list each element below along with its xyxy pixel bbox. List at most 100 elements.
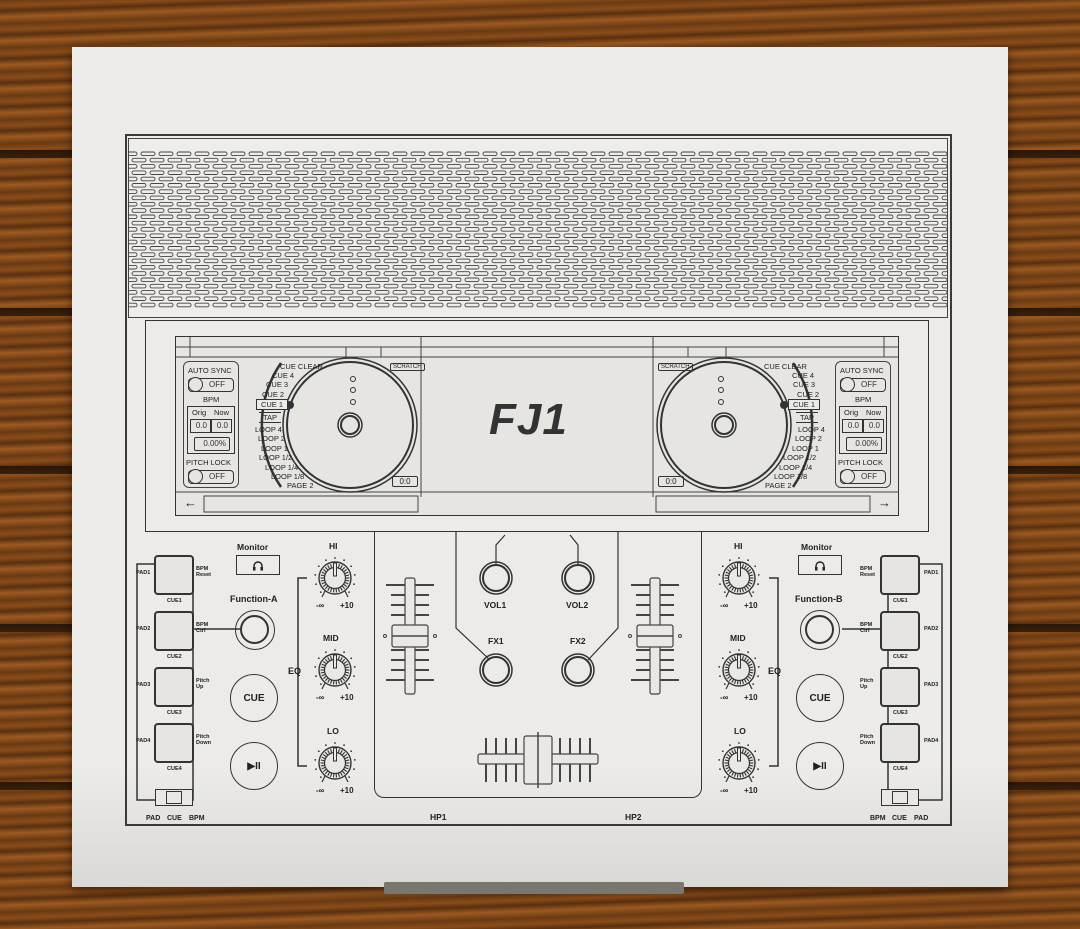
menu-cue-4[interactable]: CUE 4 bbox=[272, 371, 295, 380]
menu-cue-3[interactable]: CUE 3 bbox=[266, 380, 289, 389]
deck-a-function-knob[interactable] bbox=[235, 610, 275, 650]
pad-2[interactable] bbox=[880, 611, 920, 651]
menu-loop-1-8[interactable]: LOOP 1/8 bbox=[271, 472, 305, 481]
menu-loop-1-8[interactable]: LOOP 1/8 bbox=[774, 472, 808, 481]
pitch-lock-label: PITCH LOCK bbox=[186, 458, 232, 467]
deck-a-info-panel: AUTO SYNC OFF BPM Orig Now 0.0 0.0 0.00%… bbox=[183, 361, 239, 488]
toggle-state: OFF bbox=[209, 380, 225, 389]
knob-max-label: +10 bbox=[744, 693, 758, 702]
menu-cue-4[interactable]: CUE 4 bbox=[792, 371, 815, 380]
menu-loop-1[interactable]: LOOP 1 bbox=[261, 444, 288, 453]
back-arrow-icon[interactable]: ← bbox=[184, 495, 197, 510]
deck-b-mode-switch[interactable] bbox=[881, 789, 919, 806]
orig-label: Orig bbox=[844, 408, 859, 417]
pad-4[interactable] bbox=[880, 723, 920, 763]
deck-a-mid-knob[interactable] bbox=[313, 648, 357, 697]
bpm-label: BPM bbox=[203, 395, 220, 404]
deck-a-lo-knob[interactable] bbox=[313, 741, 357, 790]
pad-left-label: Pitch Down bbox=[860, 734, 875, 746]
menu-cue-2[interactable]: CUE 2 bbox=[262, 390, 285, 399]
deck-b-hi-knob[interactable] bbox=[717, 556, 761, 605]
menu-loop-2[interactable]: LOOP 2 bbox=[258, 434, 285, 443]
menu-tap[interactable]: TAP bbox=[259, 412, 282, 423]
menu-page-2[interactable]: PAGE 2 bbox=[287, 481, 314, 490]
bpm-label: BPM bbox=[855, 395, 872, 404]
menu-loop-1-2[interactable]: LOOP 1/2 bbox=[259, 453, 293, 462]
deck-a-play-pause-button[interactable]: ▶II bbox=[230, 742, 278, 790]
channel-fader-a[interactable] bbox=[380, 575, 440, 700]
knob-min-label: -∞ bbox=[720, 786, 729, 795]
deck-a-scratch-button[interactable]: SCRATCH bbox=[390, 363, 425, 371]
deck-a-mode-switch[interactable] bbox=[155, 789, 193, 806]
pad-below-label: CUE1 bbox=[893, 598, 908, 604]
knob-max-label: +10 bbox=[340, 693, 354, 702]
deck-b-scratch-button[interactable]: SCRATCH bbox=[658, 363, 693, 371]
pad-3[interactable] bbox=[154, 667, 194, 707]
knob-min-label: -∞ bbox=[720, 601, 729, 610]
pad-right-label: PAD4 bbox=[924, 738, 939, 744]
deck-a-cue-button[interactable]: CUE bbox=[230, 674, 278, 722]
pad-right-label: Pitch Up bbox=[196, 678, 210, 690]
menu-page-2[interactable]: PAGE 2 bbox=[765, 481, 792, 490]
menu-cue-1-selected[interactable]: CUE 1 bbox=[788, 399, 820, 410]
menu-loop-4[interactable]: LOOP 4 bbox=[798, 425, 825, 434]
menu-loop-2[interactable]: LOOP 2 bbox=[795, 434, 822, 443]
menu-cue-3[interactable]: CUE 3 bbox=[793, 380, 816, 389]
menu-cue-1-selected[interactable]: CUE 1 bbox=[256, 399, 288, 410]
toggle-knob bbox=[840, 377, 855, 392]
knob-max-label: +10 bbox=[340, 601, 354, 610]
deck-a-hi-knob[interactable] bbox=[313, 556, 357, 605]
screen-bezel bbox=[145, 320, 929, 532]
pad-left-label: PAD3 bbox=[136, 682, 151, 688]
menu-tap[interactable]: TAP bbox=[796, 412, 819, 423]
crossfader[interactable] bbox=[476, 730, 600, 790]
deck-a-auto-sync-toggle[interactable]: OFF bbox=[188, 377, 234, 392]
channel-fader-b[interactable] bbox=[625, 575, 685, 700]
pad-3[interactable] bbox=[880, 667, 920, 707]
deck-a-monitor-button[interactable] bbox=[236, 555, 280, 575]
headphones-icon bbox=[253, 560, 263, 570]
knob-max-label: +10 bbox=[340, 786, 354, 795]
fx1-label: FX1 bbox=[488, 636, 504, 646]
device-outline bbox=[125, 134, 952, 826]
function-a-label: Function-A bbox=[230, 594, 278, 604]
pad-below-label: CUE2 bbox=[893, 654, 908, 660]
deck-b-play-pause-button[interactable]: ▶II bbox=[796, 742, 844, 790]
menu-loop-1-2[interactable]: LOOP 1/2 bbox=[783, 453, 817, 462]
pad-4[interactable] bbox=[154, 723, 194, 763]
pad-left-label: PAD2 bbox=[136, 626, 151, 632]
bpm-box: Orig Now 0.0 0.0 0.00% bbox=[839, 406, 887, 454]
menu-loop-1[interactable]: LOOP 1 bbox=[792, 444, 819, 453]
hi-label: HI bbox=[329, 541, 338, 551]
fx2-label: FX2 bbox=[570, 636, 586, 646]
pad-below-label: CUE3 bbox=[893, 710, 908, 716]
pad-left-label: Pitch Up bbox=[860, 678, 874, 690]
deck-b-monitor-button[interactable] bbox=[798, 555, 842, 575]
pad-1[interactable] bbox=[880, 555, 920, 595]
deck-b-lo-knob[interactable] bbox=[717, 741, 761, 790]
deck-b-auto-sync-toggle[interactable]: OFF bbox=[840, 377, 886, 392]
deck-b-cue-button[interactable]: CUE bbox=[796, 674, 844, 722]
deck-b-function-knob[interactable] bbox=[800, 610, 840, 650]
menu-cue-clear[interactable]: CUE CLEAR bbox=[764, 362, 807, 371]
menu-loop-4[interactable]: LOOP 4 bbox=[255, 425, 282, 434]
fx2-knob[interactable] bbox=[562, 654, 594, 686]
forward-arrow-icon[interactable]: → bbox=[878, 495, 891, 510]
headphones-icon bbox=[815, 560, 825, 570]
menu-cue-2[interactable]: CUE 2 bbox=[797, 390, 820, 399]
menu-cue-clear[interactable]: CUE CLEAR bbox=[280, 362, 323, 371]
knob-min-label: -∞ bbox=[316, 601, 325, 610]
vol1-knob[interactable] bbox=[480, 562, 512, 594]
vol2-knob[interactable] bbox=[562, 562, 594, 594]
deck-b-mid-knob[interactable] bbox=[717, 648, 761, 697]
eq-label: EQ bbox=[288, 666, 302, 676]
fx1-knob[interactable] bbox=[480, 654, 512, 686]
function-b-label: Function-B bbox=[795, 594, 843, 604]
deck-b-pitch-lock-toggle[interactable]: OFF bbox=[840, 469, 886, 484]
deck-a-pitch-lock-toggle[interactable]: OFF bbox=[188, 469, 234, 484]
menu-loop-1-4[interactable]: LOOP 1/4 bbox=[779, 463, 813, 472]
pad-2[interactable] bbox=[154, 611, 194, 651]
pad-1[interactable] bbox=[154, 555, 194, 595]
menu-loop-1-4[interactable]: LOOP 1/4 bbox=[265, 463, 299, 472]
orig-bpm-value: 0.0 bbox=[190, 419, 211, 433]
